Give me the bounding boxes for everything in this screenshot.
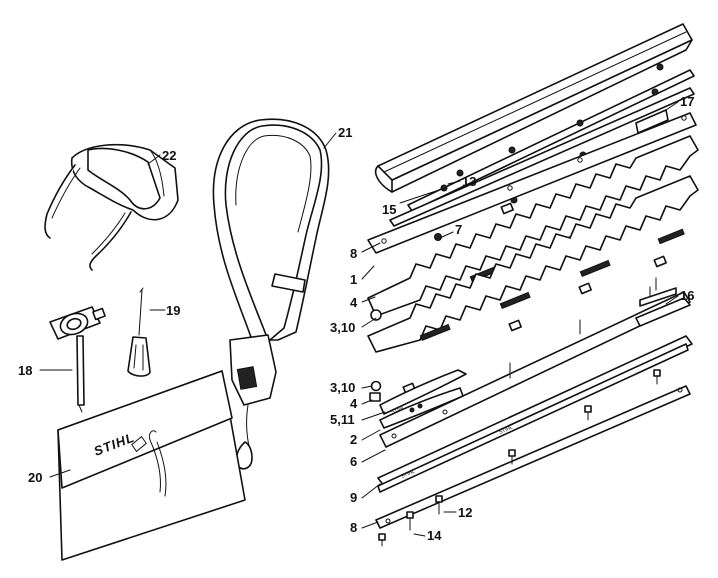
callout-20: 20 <box>28 470 42 485</box>
svg-text:STIHL: STIHL <box>498 424 514 435</box>
callout-6: 6 <box>350 454 357 469</box>
callout-1: 1 <box>350 272 357 287</box>
callout-7: 7 <box>455 222 462 237</box>
spacer-washers <box>402 202 667 395</box>
screwdriver <box>127 287 151 377</box>
callout-3-10-lower: 3,10 <box>330 380 355 395</box>
callout-5-11: 5,11 <box>330 412 355 427</box>
guide-plate-upper <box>367 112 697 254</box>
svg-text:STIHL: STIHL <box>391 405 407 416</box>
callout-21: 21 <box>338 125 352 140</box>
callout-14: 14 <box>427 528 442 543</box>
callout-17: 17 <box>680 94 694 109</box>
leader-lines <box>39 101 679 537</box>
callout-12: 12 <box>458 505 472 520</box>
combination-wrench <box>49 306 106 413</box>
callout-8-upper: 8 <box>350 246 357 261</box>
side-plate: STIHL <box>379 369 467 429</box>
small-fasteners <box>369 309 382 402</box>
callout-18: 18 <box>18 363 32 378</box>
svg-text:STIHL: STIHL <box>400 468 416 479</box>
blade-guard <box>374 23 693 193</box>
callout-9: 9 <box>350 490 357 505</box>
bracket <box>635 287 691 327</box>
guide-bar-lower <box>379 277 691 448</box>
callout-4-upper: 4 <box>350 295 358 310</box>
callout-4-lower: 4 <box>350 396 358 411</box>
shoulder-strap <box>212 118 330 470</box>
callout-8-lower: 8 <box>350 520 357 535</box>
safety-glasses <box>44 143 179 271</box>
guide-plate-lower <box>375 385 691 529</box>
callout-22: 22 <box>162 148 176 163</box>
callout-2: 2 <box>350 432 357 447</box>
callout-16: 16 <box>680 288 694 303</box>
screws <box>378 369 661 547</box>
wear-strip: STIHL STIHL <box>377 335 693 493</box>
callout-19: 19 <box>166 303 180 318</box>
callout-labels: 22 21 19 18 20 13 15 7 8 17 16 1 4 3,10 … <box>18 94 694 543</box>
callout-13: 13 <box>462 174 476 189</box>
upper-cover-strip <box>389 63 695 227</box>
cutter-blade-lower <box>367 175 699 353</box>
callout-3-10-upper: 3,10 <box>330 320 355 335</box>
callout-15: 15 <box>382 202 396 217</box>
tool-pouch: STIHL <box>57 370 246 561</box>
